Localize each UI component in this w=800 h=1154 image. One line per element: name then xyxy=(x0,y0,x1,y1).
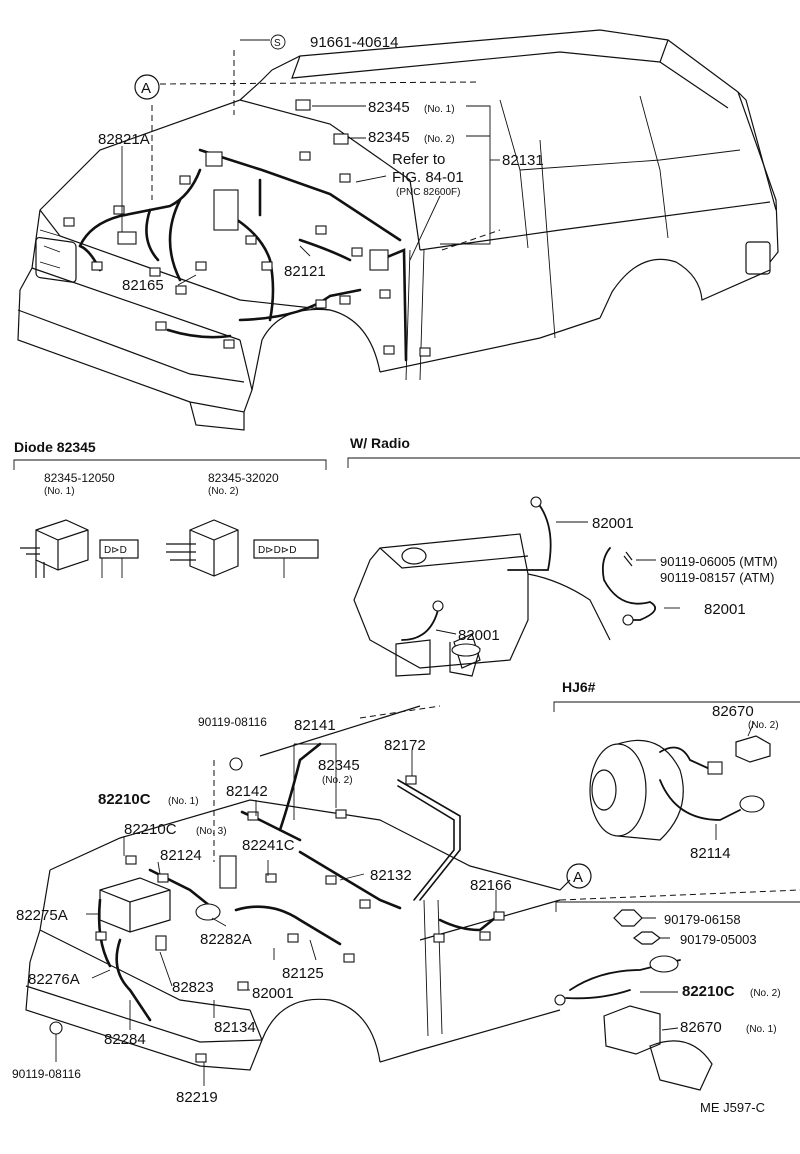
label-82141: 82141 xyxy=(294,717,336,734)
bottom-labels: 90119-08116 82141 82172 82345 (No. 2) 82… xyxy=(12,715,512,1106)
diode-part-2: 82345-32020 xyxy=(208,471,279,485)
label-82210c-no3: 82210C xyxy=(124,821,177,838)
top-leader-lines xyxy=(121,39,500,286)
diode-no2-icon: D⊳D⊳D xyxy=(166,519,319,578)
label-82131: 82131 xyxy=(502,152,544,169)
label-82001-a: 82001 xyxy=(592,515,634,532)
svg-text:D⊳D: D⊳D xyxy=(104,545,127,556)
note-82210c-no1: (No. 1) xyxy=(168,796,199,807)
label-82241c: 82241C xyxy=(242,837,295,854)
label-bolt-90119-08116-bottom: 90119-08116 xyxy=(12,1067,81,1081)
top-vehicle-illustration xyxy=(17,29,779,431)
label-82001-c: 82001 xyxy=(458,627,500,644)
diode-part-2-note: (No. 2) xyxy=(208,486,239,497)
bottom-leader-lines xyxy=(55,743,497,1086)
label-82219: 82219 xyxy=(176,1089,218,1106)
label-bolt-mtm: 90119-06005 (MTM) xyxy=(660,554,778,569)
radio-panel: W/ Radio 82001 82001 82001 90119-06005 (… xyxy=(347,435,800,677)
label-82345-no2: 82345 xyxy=(368,129,410,146)
label-82670-hj6: 82670 xyxy=(712,703,754,720)
battery-icon xyxy=(99,877,171,933)
label-82275a: 82275A xyxy=(16,907,68,924)
refer-pnc: (PNC 82600F) xyxy=(396,187,460,198)
label-82121: 82121 xyxy=(284,263,326,280)
label-82001-b: 82001 xyxy=(704,601,746,618)
label-82166: 82166 xyxy=(470,877,512,894)
label-82132: 82132 xyxy=(370,867,412,884)
diode-part-1: 82345-12050 xyxy=(44,471,115,485)
label-90179-05003: 90179-05003 xyxy=(680,932,757,947)
label-82821a: 82821A xyxy=(98,131,150,148)
hj6-panel: HJ6# 82670 (No. 2) 82114 xyxy=(553,679,800,862)
label-82284: 82284 xyxy=(104,1031,146,1048)
label-82165: 82165 xyxy=(122,277,164,294)
label-82276a: 82276A xyxy=(28,971,80,988)
refer-figure: FIG. 84-01 xyxy=(392,169,464,186)
detail-a-marker: A xyxy=(573,869,583,886)
label-82172: 82172 xyxy=(384,737,426,754)
note-82670-no1: (No. 1) xyxy=(746,1024,777,1035)
top-labels: A S 91661-40614 82821A 82345 (No. 1) 823… xyxy=(98,34,544,294)
diode-82345-no1-icon xyxy=(295,99,311,111)
svg-text:D⊳D⊳D: D⊳D⊳D xyxy=(258,545,296,556)
label-82124: 82124 xyxy=(160,847,202,864)
label-82142: 82142 xyxy=(226,783,268,800)
nut-icon-2 xyxy=(633,931,661,945)
detail-a-panel: A 90179-06158 90179-05003 82210C (No. 2)… xyxy=(554,863,800,1091)
diode-part-1-note: (No. 1) xyxy=(44,486,75,497)
section-marker-a: A xyxy=(141,80,151,97)
label-82210c-no2: 82210C xyxy=(682,983,735,1000)
diode-82345-no2-icon xyxy=(333,133,349,145)
nut-icon-1 xyxy=(613,909,643,927)
note-82345-no2: (No. 2) xyxy=(424,134,455,145)
diode-title: Diode 82345 xyxy=(14,439,96,455)
hj6-title: HJ6# xyxy=(562,679,596,695)
label-82134: 82134 xyxy=(214,1019,256,1036)
label-82282a: 82282A xyxy=(200,931,252,948)
label-82210c-no1: 82210C xyxy=(98,791,151,808)
note-82345-no1: (No. 1) xyxy=(424,104,455,115)
label-91661-40614: 91661-40614 xyxy=(310,34,398,51)
label-82114: 82114 xyxy=(690,845,731,862)
note-82670-hj6: (No. 2) xyxy=(748,720,779,731)
note-82210c-no2: (No. 2) xyxy=(750,988,781,999)
label-90179-06158: 90179-06158 xyxy=(664,912,741,927)
diode-panel: Diode 82345 82345-12050 (No. 1) 82345-32… xyxy=(13,439,327,578)
note-82345-bottom: (No. 2) xyxy=(322,775,353,786)
label-82345-bottom: 82345 xyxy=(318,757,360,774)
label-82670-no1: 82670 xyxy=(680,1019,722,1036)
fuse-block-icon xyxy=(213,189,239,231)
radio-title: W/ Radio xyxy=(350,435,410,451)
label-82125: 82125 xyxy=(282,965,324,982)
bottom-vehicle-illustration xyxy=(25,705,800,1071)
note-82210c-no3: (No. 3) xyxy=(196,826,227,837)
label-82001-bottom: 82001 xyxy=(252,985,294,1002)
refer-to-line: Refer to xyxy=(392,151,445,168)
label-bolt-90119-08116-top: 90119-08116 xyxy=(198,715,267,729)
label-82823: 82823 xyxy=(172,979,214,996)
label-82345-no1: 82345 xyxy=(368,99,410,116)
diode-no1-icon: D⊳D xyxy=(20,519,139,578)
body-wire-harness xyxy=(49,742,505,1063)
label-bolt-atm: 90119-08157 (ATM) xyxy=(660,570,774,585)
diagram-watermark: ME J597-C xyxy=(700,1100,765,1115)
screw-symbol: S xyxy=(274,38,281,49)
engine-wire-harness xyxy=(63,99,431,362)
